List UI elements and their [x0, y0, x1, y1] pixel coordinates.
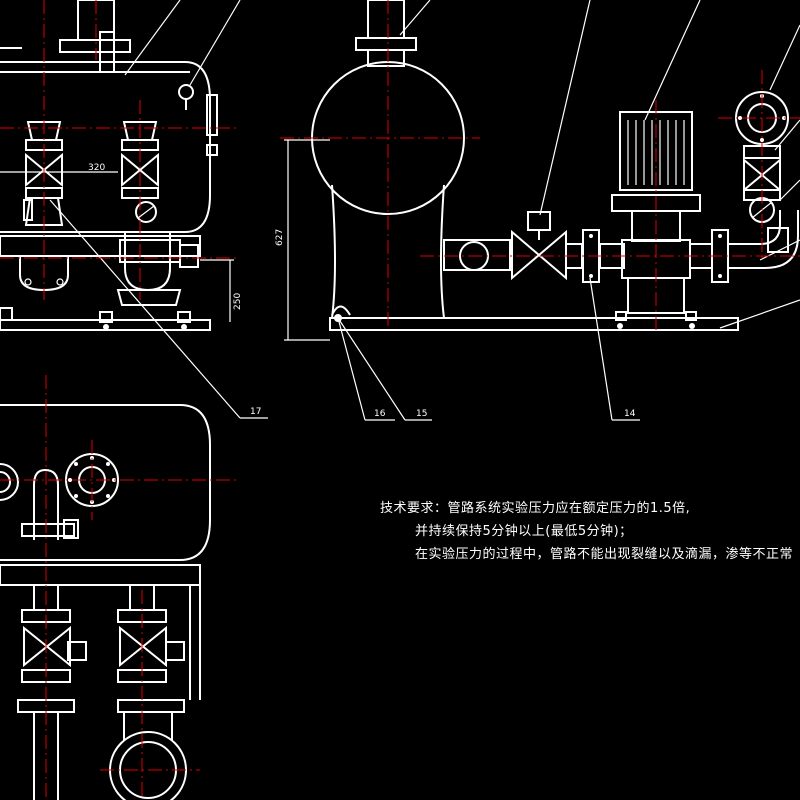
dimension-250: 250 [233, 293, 243, 310]
bottom-left-view [0, 375, 240, 800]
callout-17: 17 [250, 407, 261, 417]
top-right-view: 627 16 15 14 [275, 0, 800, 421]
callout-14: 14 [624, 409, 636, 419]
dimension-627: 627 [275, 229, 285, 246]
valve-bl-right [117, 585, 185, 713]
callout-16: 16 [374, 409, 386, 419]
valve-bl-left [17, 585, 87, 713]
gate-valve [511, 211, 567, 281]
note-line-3: 在实验压力的过程中，管路不能出现裂缝以及滴漏，渗等不正常 [415, 547, 794, 562]
dimension-320: 320 [88, 163, 105, 173]
top-left-view: 320 250 17 [0, 0, 268, 419]
valve-left [23, 121, 64, 226]
callout-15: 15 [416, 409, 427, 419]
note-line-2: 并持续保持5分钟以上(最低5分钟)； [415, 524, 633, 539]
note-line-1: 技术要求：管路系统实验压力应在额定压力的1.5倍, [380, 501, 691, 516]
